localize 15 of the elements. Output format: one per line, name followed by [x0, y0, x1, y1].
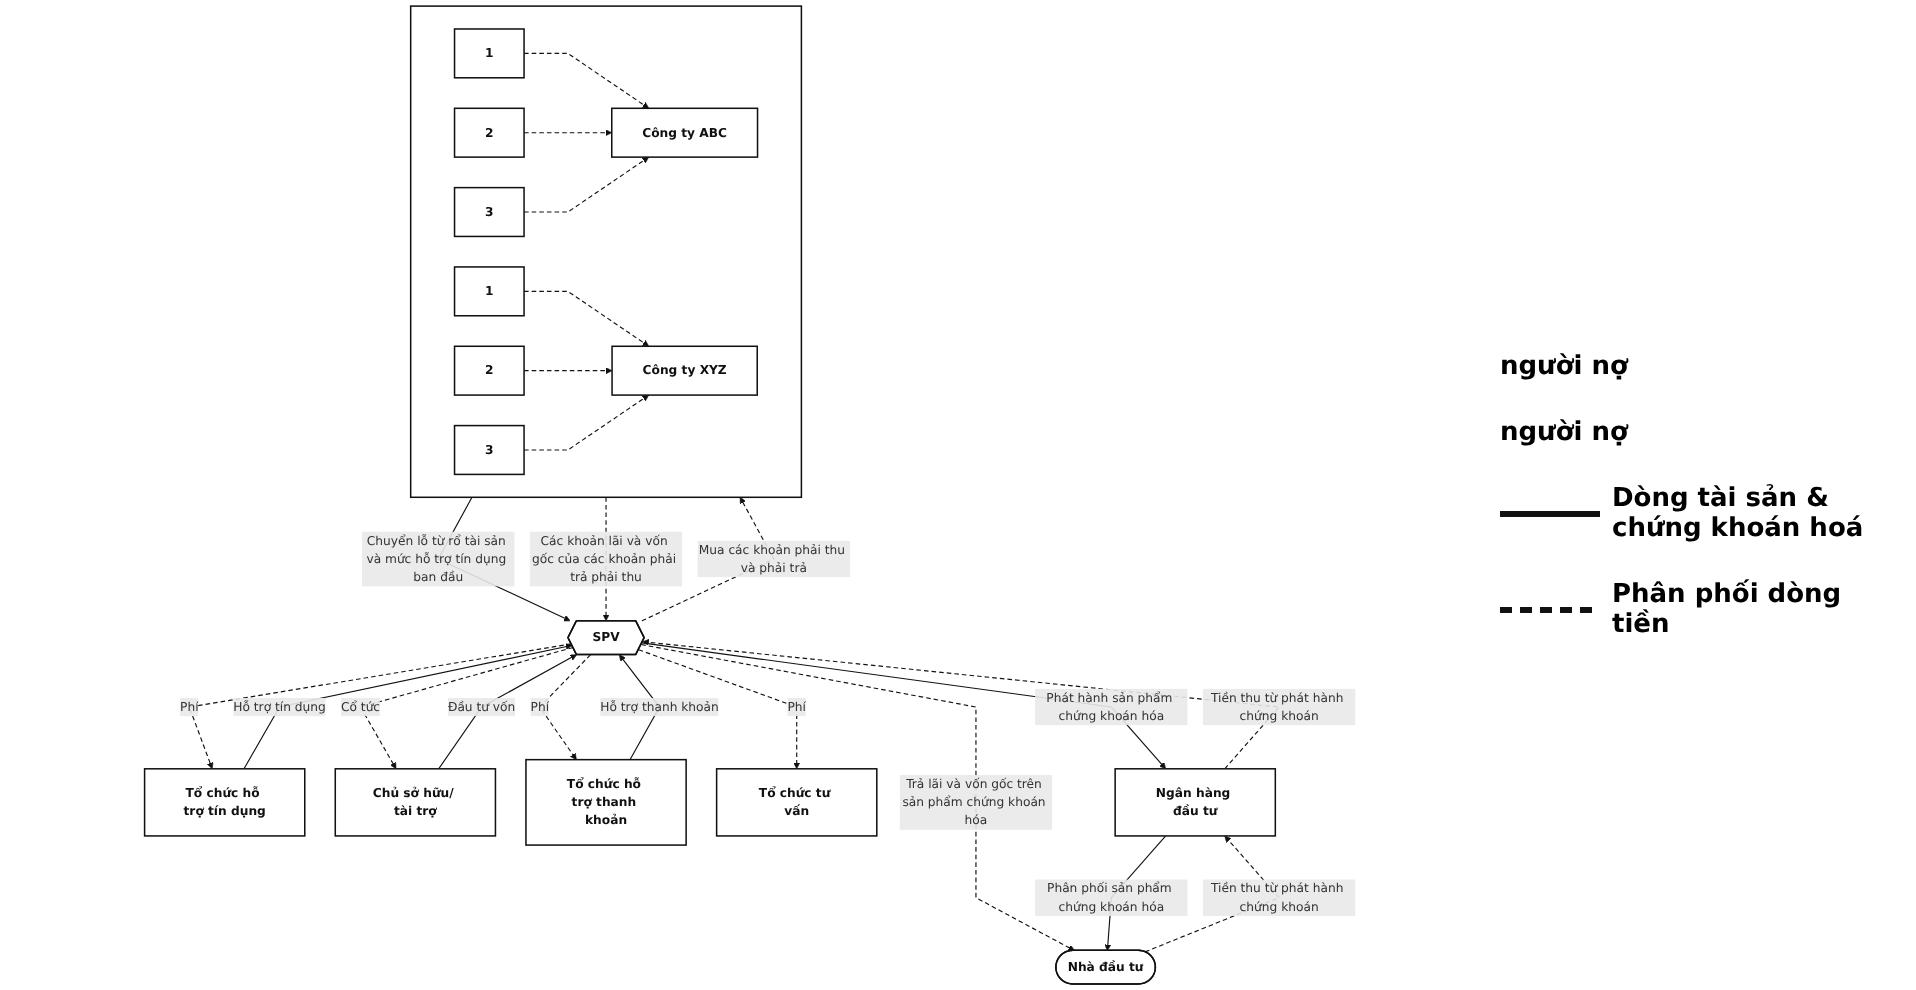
cluster: [409, 5, 803, 499]
note-text: người nợ: [1500, 351, 1631, 381]
arrow: [641, 642, 1166, 770]
arrow: [638, 649, 801, 770]
arrow: [523, 367, 613, 375]
arrow: [438, 654, 577, 770]
arrow: [523, 394, 650, 451]
arrow: [640, 643, 1075, 952]
arrow: [523, 156, 650, 213]
arrow: [523, 52, 650, 109]
legend-text: Phân phối dòng tiền: [1612, 579, 1844, 639]
legend-text: Dòng tài sản & chứng khoán hoá: [1612, 483, 1866, 543]
arrow: [523, 290, 650, 347]
note-text: người nợ: [1500, 417, 1631, 447]
arrow: [523, 129, 613, 137]
